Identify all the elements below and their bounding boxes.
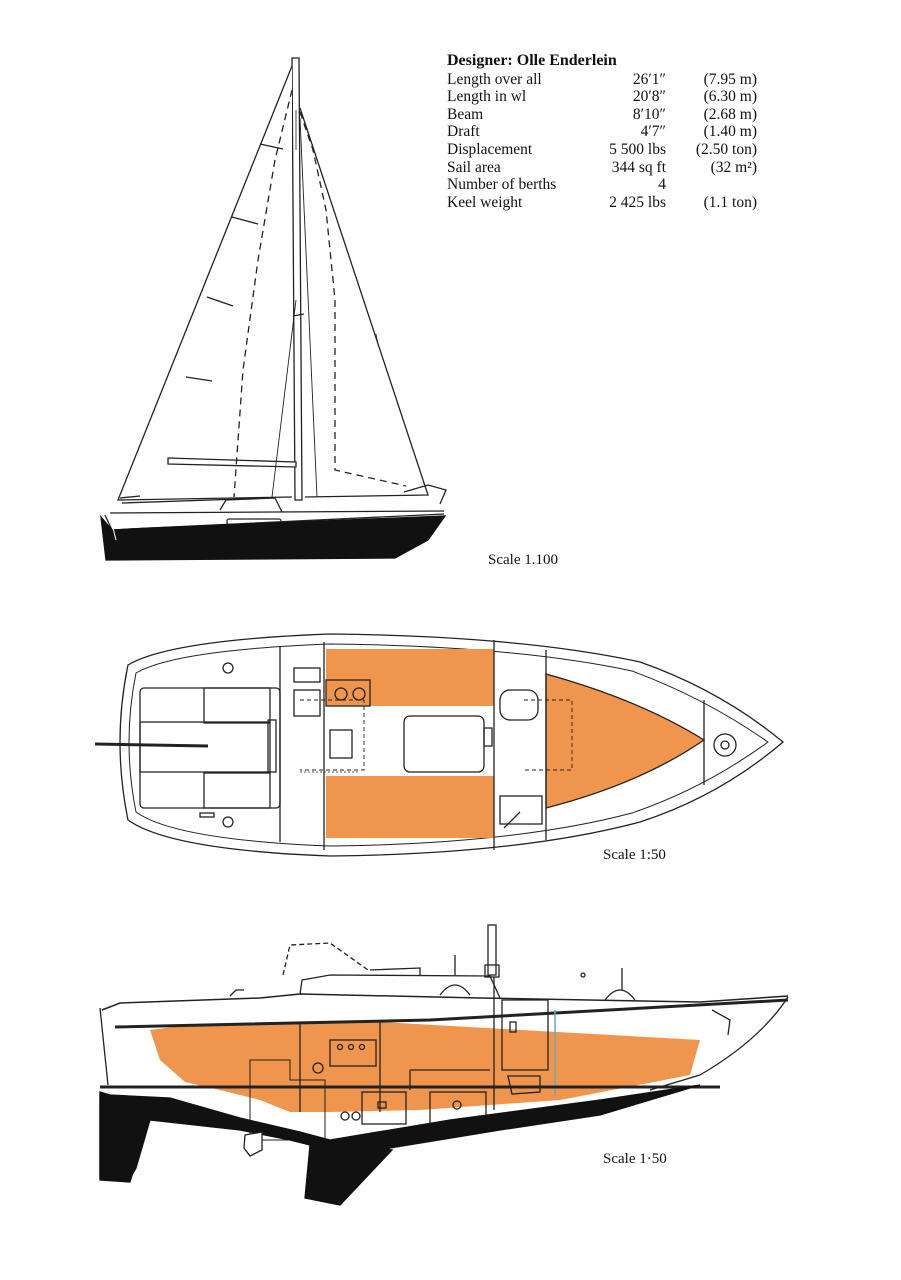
anchor-well (713, 733, 737, 757)
winch (222, 816, 234, 828)
mast-stub (487, 924, 497, 976)
cockpit-seat (203, 687, 271, 724)
spec-metric: (2.68 m) (703, 105, 757, 123)
spec-imperial: 344 sq ft (611, 158, 666, 176)
jib (299, 107, 429, 498)
mast (291, 57, 303, 501)
spec-label: Keel weight (447, 193, 523, 211)
spec-imperial: 2 425 lbs (609, 193, 666, 211)
port-settee (326, 649, 494, 706)
batten (259, 143, 284, 150)
vent-icon (439, 984, 471, 996)
spec-label: Draft (447, 123, 480, 141)
spec-imperial: 20′8″ (632, 88, 666, 106)
spec-row-sail-area: Sail area 344 sq ft (32 m²) (447, 159, 765, 177)
pulpit (403, 484, 447, 505)
designer-label: Designer: Olle Enderlein (447, 52, 617, 69)
spec-label: Number of berths (447, 176, 557, 194)
sail-plan (100, 57, 447, 561)
spec-imperial: 4 (658, 176, 666, 194)
spec-row-draft: Draft 4′7″ (1.40 m) (447, 123, 765, 141)
starboard-settee (326, 776, 494, 838)
keel (304, 1144, 394, 1206)
winch (222, 662, 234, 674)
spec-imperial: 26′1″ (632, 70, 666, 88)
spec-metric: (2.50 ton) (695, 140, 757, 158)
hull-underbody (99, 1084, 701, 1201)
interior-fill (150, 1022, 700, 1112)
genoa-outline (299, 111, 407, 487)
spec-imperial: 5 500 lbs (609, 140, 666, 158)
hull-sheer (101, 993, 789, 1011)
batten (231, 216, 259, 225)
cockpit-sole (139, 721, 271, 773)
spec-row-lwl: Length in wl 20′8″ (6.30 m) (447, 88, 765, 106)
stem (649, 996, 789, 1091)
mainsail (117, 65, 293, 501)
companionway (329, 729, 353, 759)
batten (206, 296, 234, 307)
spec-imperial: 8′10″ (632, 105, 666, 123)
spec-row-displacement: Displacement 5 500 lbs (2.50 ton) (447, 141, 765, 159)
spec-metric: (1.1 ton) (703, 193, 757, 211)
cabin-top (299, 974, 501, 999)
deck-plan (94, 633, 785, 857)
hull-bottom (100, 514, 447, 561)
cockpit-seat (203, 772, 271, 809)
spec-label: Displacement (447, 140, 533, 158)
section-scale-label: Scale 1·50 (603, 1151, 667, 1167)
wc (499, 689, 539, 721)
boom (167, 457, 297, 468)
tiller-block (267, 719, 277, 773)
spec-label: Length over all (447, 70, 542, 88)
specification-table: Designer: Olle Enderlein Length over all… (447, 52, 765, 211)
spec-imperial: 4′7″ (640, 123, 666, 141)
spec-label: Length in wl (447, 88, 527, 106)
spec-metric: (6.30 m) (703, 88, 757, 106)
vent-icon (604, 989, 636, 1001)
spec-row-berths: Number of berths 4 (447, 176, 765, 194)
cabinet (501, 999, 549, 1071)
tiller (94, 742, 209, 748)
locker (361, 1091, 407, 1125)
spec-label: Beam (447, 105, 484, 123)
galley-stove (325, 679, 371, 707)
stove-burner-icon (334, 687, 348, 701)
sprayhood (282, 942, 369, 976)
cabin-top (219, 497, 283, 513)
batten (185, 376, 213, 382)
profile-section (99, 924, 789, 1206)
spec-row-beam: Beam 8′10″ (2.68 m) (447, 106, 765, 124)
deck-hull-outline (119, 633, 785, 857)
spec-label: Sail area (447, 158, 501, 176)
sheer-line (109, 510, 445, 514)
spec-row-keel-weight: Keel weight 2 425 lbs (1.1 ton) (447, 194, 765, 212)
sail-plan-scale-label: Scale 1.100 (488, 552, 558, 568)
backstay-dashed (233, 89, 293, 498)
propeller-icon (243, 1131, 263, 1157)
spec-metric: (1.40 m) (703, 123, 757, 141)
spec-metric: (7.95 m) (703, 70, 757, 88)
spec-row-loa: Length over all 26′1″ (7.95 m) (447, 71, 765, 89)
rudder (99, 1094, 172, 1183)
hanging-locker (499, 795, 543, 825)
deck-plan-scale-label: Scale 1:50 (603, 847, 666, 863)
spec-metric: (32 m²) (710, 158, 757, 176)
